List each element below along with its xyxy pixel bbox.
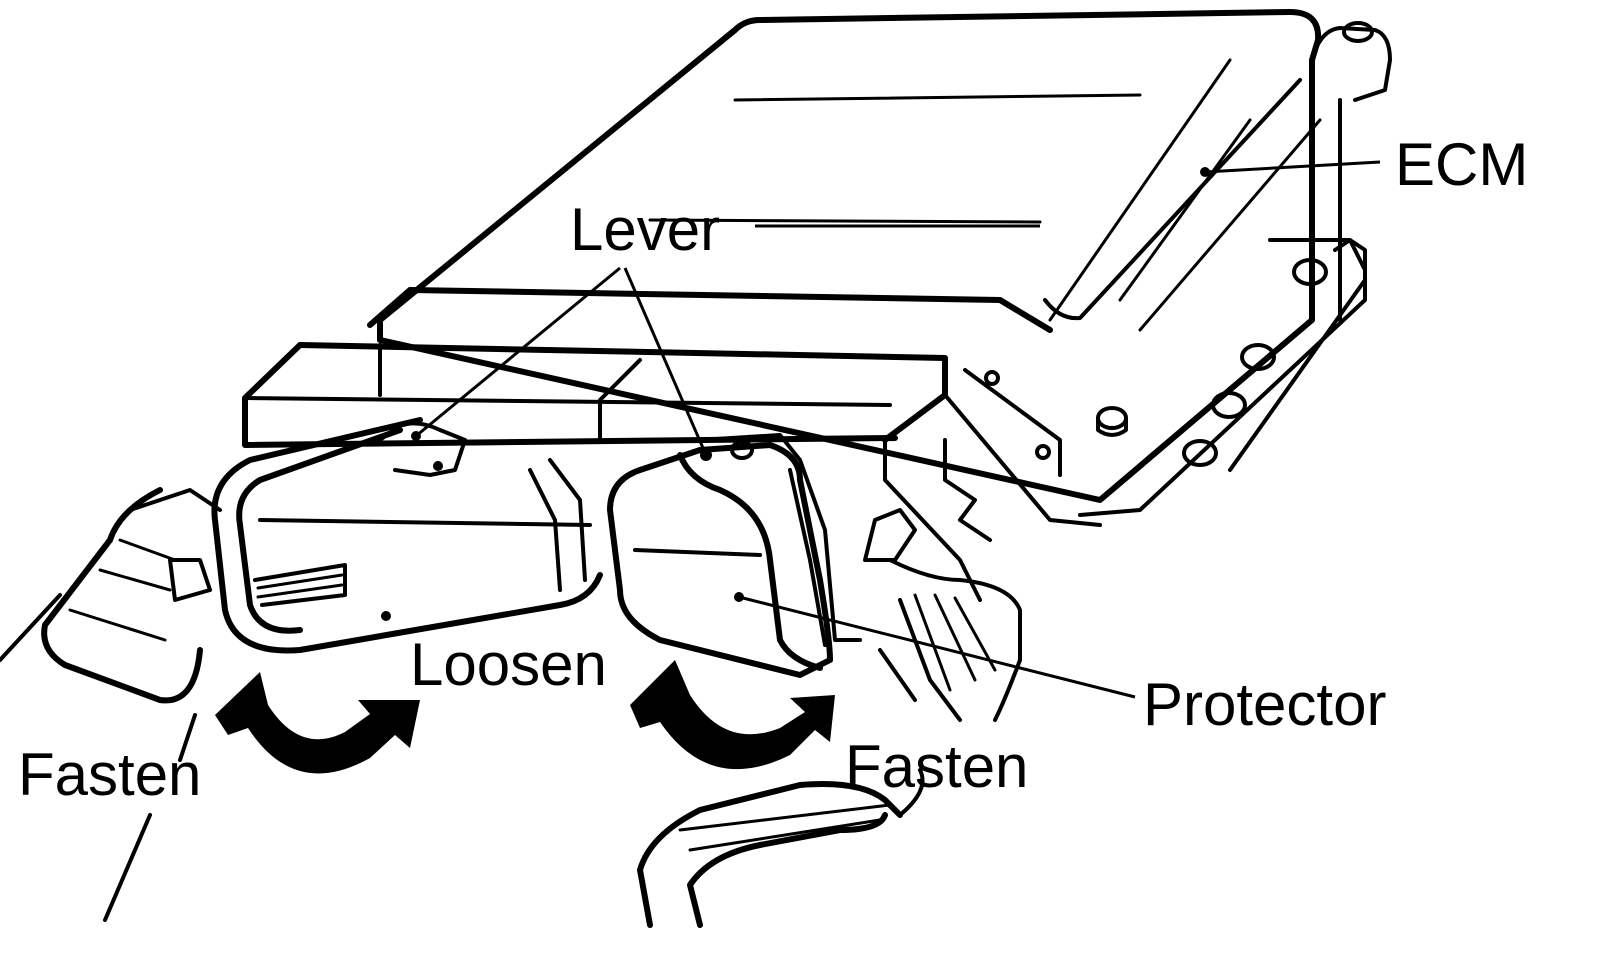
left-connector xyxy=(128,417,603,654)
fasten-label-left: Fasten xyxy=(18,741,201,808)
fasten-label-right: Fasten xyxy=(845,733,1028,800)
connector-block xyxy=(242,287,1102,602)
ecm-label: ECM xyxy=(1395,131,1528,198)
rotation-arrow-right xyxy=(630,660,835,770)
right-harness xyxy=(637,558,1022,928)
left-harness xyxy=(0,487,203,922)
loosen-label: Loosen xyxy=(410,631,607,698)
protector-label: Protector xyxy=(1143,671,1386,738)
lever-leader-right xyxy=(623,267,708,456)
leader-lines xyxy=(415,160,1381,699)
ecm-unit xyxy=(377,9,1392,517)
rotation-arrow-left xyxy=(215,672,420,774)
lever-leader-left xyxy=(415,266,621,438)
protector-leader xyxy=(738,595,1136,699)
ecm-leader xyxy=(1204,160,1381,174)
right-connector-protector xyxy=(607,433,917,678)
lever-label: Lever xyxy=(570,196,720,263)
